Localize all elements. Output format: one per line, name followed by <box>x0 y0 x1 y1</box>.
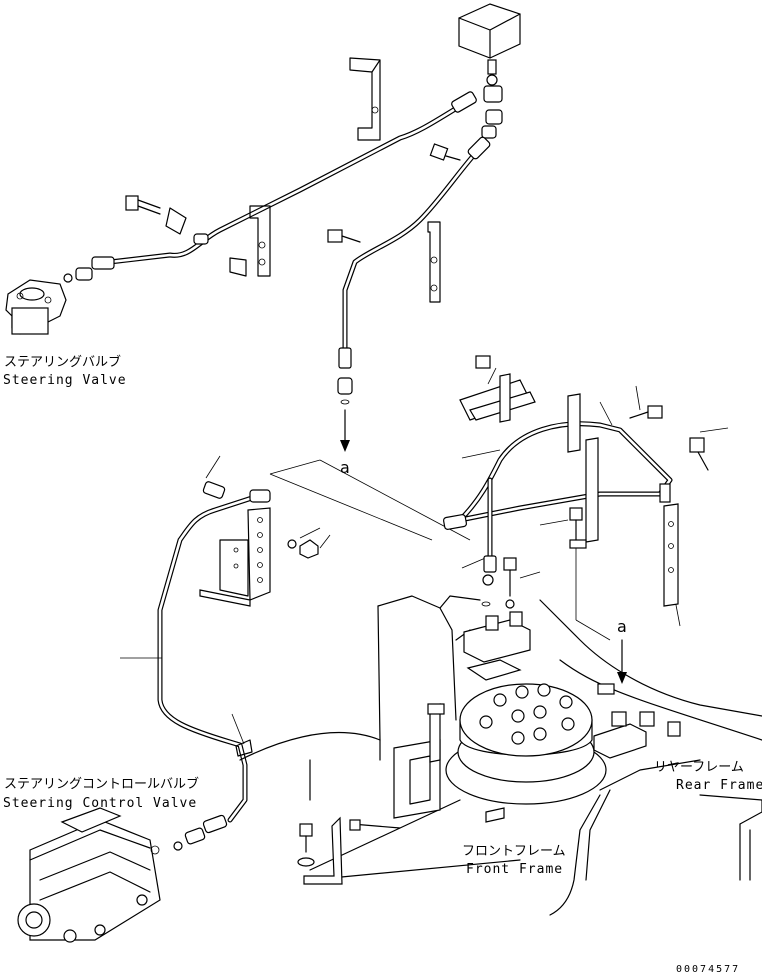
center-valve <box>463 611 531 681</box>
hoses-right <box>443 379 673 573</box>
steering-control-valve <box>17 807 206 943</box>
bracket-center <box>393 703 445 819</box>
fittings-top <box>481 74 503 139</box>
steering-control-valve-label-en: Steering Control Valve <box>3 796 198 811</box>
rotary-joint <box>445 683 607 805</box>
steering-valve <box>5 267 93 335</box>
hose-upper <box>91 91 477 270</box>
bolts-right <box>475 355 709 609</box>
sensor-box <box>458 3 521 75</box>
drawing-code: 00074577 <box>676 964 741 975</box>
steering-control-valve-label-jp: ステアリングコントロールバルブ <box>4 777 200 792</box>
right-valve <box>575 548 681 759</box>
bracket-top-2 <box>249 205 271 277</box>
connection-label-right: a <box>617 617 627 636</box>
brackets-right <box>499 373 679 607</box>
pipe-left <box>157 489 271 834</box>
bracket-lower-left <box>199 481 319 607</box>
bolts-top <box>125 143 461 277</box>
rear-frame-label-jp: リヤーフレーム <box>654 760 744 775</box>
connection-label-top: a <box>340 458 350 477</box>
hose-second <box>338 136 491 369</box>
rear-frame-label-en: Rear Frame <box>676 778 762 793</box>
leader-lines <box>120 367 729 745</box>
steering-valve-label-jp: ステアリングバルブ <box>4 355 122 370</box>
bracket-top-3 <box>427 221 441 303</box>
lower-parts <box>297 807 505 885</box>
bracket-top-1 <box>349 57 381 141</box>
connection-arrow-top <box>337 377 353 452</box>
front-frame-label-en: Front Frame <box>466 862 564 877</box>
rear-frame-outline <box>377 595 762 881</box>
steering-valve-label-en: Steering Valve <box>3 373 127 388</box>
front-frame-label-jp: フロントフレーム <box>462 844 566 859</box>
